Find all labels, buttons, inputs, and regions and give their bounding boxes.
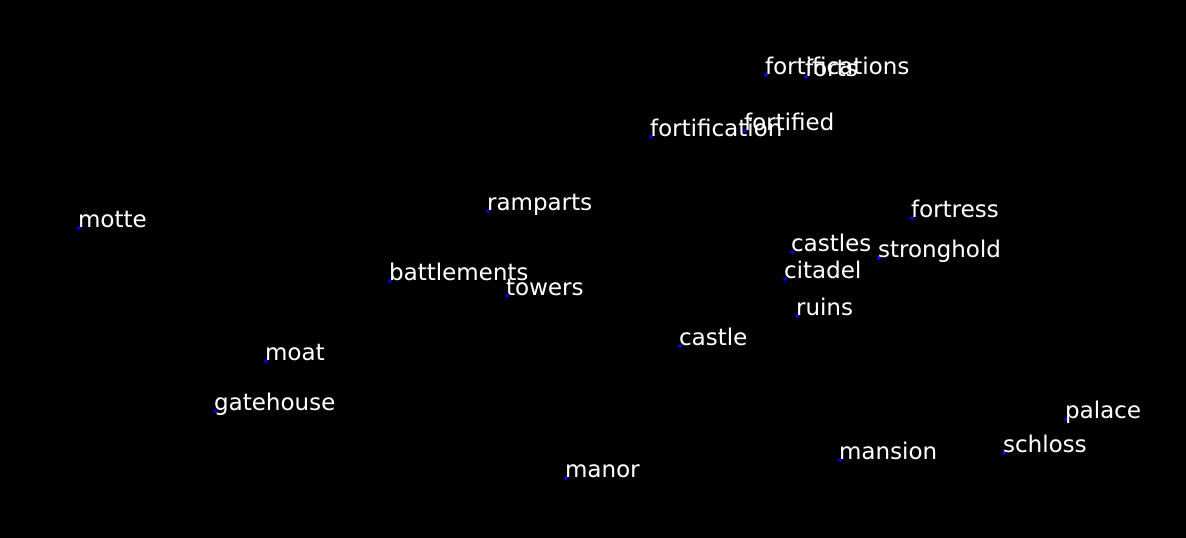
point-label: palace (1065, 398, 1141, 424)
point-label: schloss (1003, 432, 1087, 458)
data-point (77, 226, 81, 230)
point-label: motte (78, 207, 147, 233)
data-point (743, 129, 747, 133)
data-point (649, 135, 653, 139)
data-point (213, 409, 217, 413)
point-label: fortified (744, 110, 834, 136)
data-point (388, 279, 392, 283)
data-point (877, 256, 881, 260)
data-point (564, 476, 568, 480)
point-label: battlements (389, 260, 528, 286)
point-label: manor (565, 457, 640, 483)
data-point (1002, 451, 1006, 455)
data-point (1064, 417, 1068, 421)
data-point (790, 250, 794, 254)
data-point (838, 458, 842, 462)
point-label: castles (791, 231, 871, 257)
data-point (678, 344, 682, 348)
point-label: fortifications (765, 54, 909, 80)
data-point (505, 294, 509, 298)
data-point (264, 359, 268, 363)
point-label: stronghold (878, 237, 1001, 263)
point-label: forts (805, 56, 858, 82)
point-label: gatehouse (214, 390, 335, 416)
point-label: ramparts (487, 190, 592, 216)
data-point (795, 314, 799, 318)
data-point (910, 216, 914, 220)
point-label: mansion (839, 439, 937, 465)
point-label: fortress (911, 197, 999, 223)
point-label: castle (679, 325, 747, 351)
points-layer (77, 73, 1068, 480)
point-label: fortification (650, 116, 782, 142)
point-label: moat (265, 340, 325, 366)
data-point (783, 277, 787, 281)
point-label: ruins (796, 295, 853, 321)
point-label: citadel (784, 258, 861, 284)
point-label: towers (506, 275, 584, 301)
data-point (804, 75, 808, 79)
data-point (486, 209, 490, 213)
data-point (764, 73, 768, 77)
